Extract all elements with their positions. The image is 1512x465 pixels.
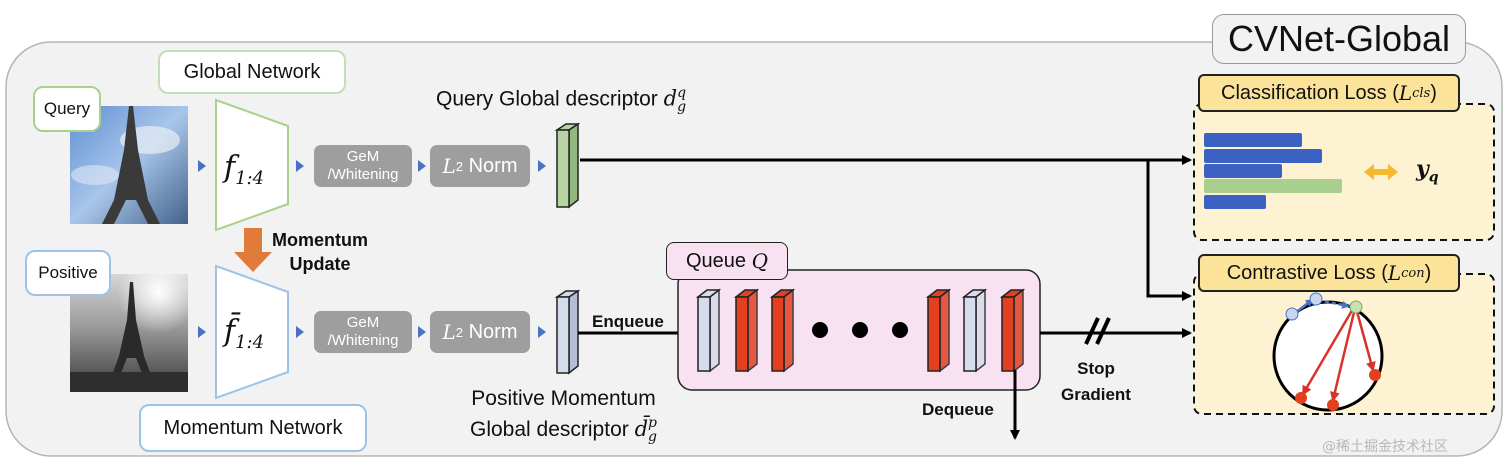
momentum-update-label: Momentum Update (272, 230, 368, 274)
query-descriptor-block (554, 122, 581, 209)
stop-gradient-label: Stop Gradient (1061, 359, 1131, 404)
queue-label: Queue Q (666, 242, 788, 280)
query-encoder-label: f1:4 (224, 150, 265, 189)
title-badge: CVNet-Global (1212, 14, 1466, 64)
flow-arrows-blue (198, 160, 546, 338)
queue-ellipsis-dot (812, 322, 828, 338)
classification-bar (1204, 195, 1266, 209)
global-network-label: Global Network (158, 50, 346, 94)
query-encoder-shape (215, 98, 289, 232)
positive-descriptor-block (554, 289, 581, 375)
match-double-arrow (1364, 164, 1398, 180)
enqueue-label: Enqueue (592, 312, 664, 331)
queue-item (999, 288, 1026, 373)
classification-bar (1204, 149, 1322, 163)
query-label: Query (33, 86, 101, 132)
queue-item (769, 288, 796, 373)
queue-ellipsis-dot (892, 322, 908, 338)
momentum-network-label: Momentum Network (139, 404, 367, 452)
query-to-contrastive-line (1146, 160, 1192, 301)
gem-whitening-query: GeM/Whitening (314, 145, 412, 187)
queue-item (961, 288, 988, 373)
positive-label: Positive (25, 250, 111, 296)
stop-gradient-marks (1084, 317, 1111, 345)
classification-bars (1204, 133, 1342, 209)
momentum-update-arrow (234, 228, 272, 272)
contrastive-embedding-circle (1272, 292, 1384, 412)
diagram-title: CVNet-Global (1227, 18, 1451, 59)
queue-item (695, 288, 722, 373)
momentum-encoder-shape (215, 264, 289, 400)
classification-bar (1204, 179, 1342, 193)
target-label: yq (1416, 156, 1439, 186)
dequeue-label: Dequeue (922, 400, 994, 419)
classification-bar (1204, 133, 1302, 147)
classification-bar (1204, 164, 1282, 178)
queue-item (925, 288, 952, 373)
gem-whitening-positive: GeM/Whitening (314, 311, 412, 353)
queue-blocks (695, 288, 1026, 373)
watermark: @稀土掘金技术社区 (1322, 439, 1448, 455)
queue-item (733, 288, 760, 373)
queue-ellipsis-dot (852, 322, 868, 338)
momentum-encoder-label: f̄1:4 (224, 314, 265, 353)
